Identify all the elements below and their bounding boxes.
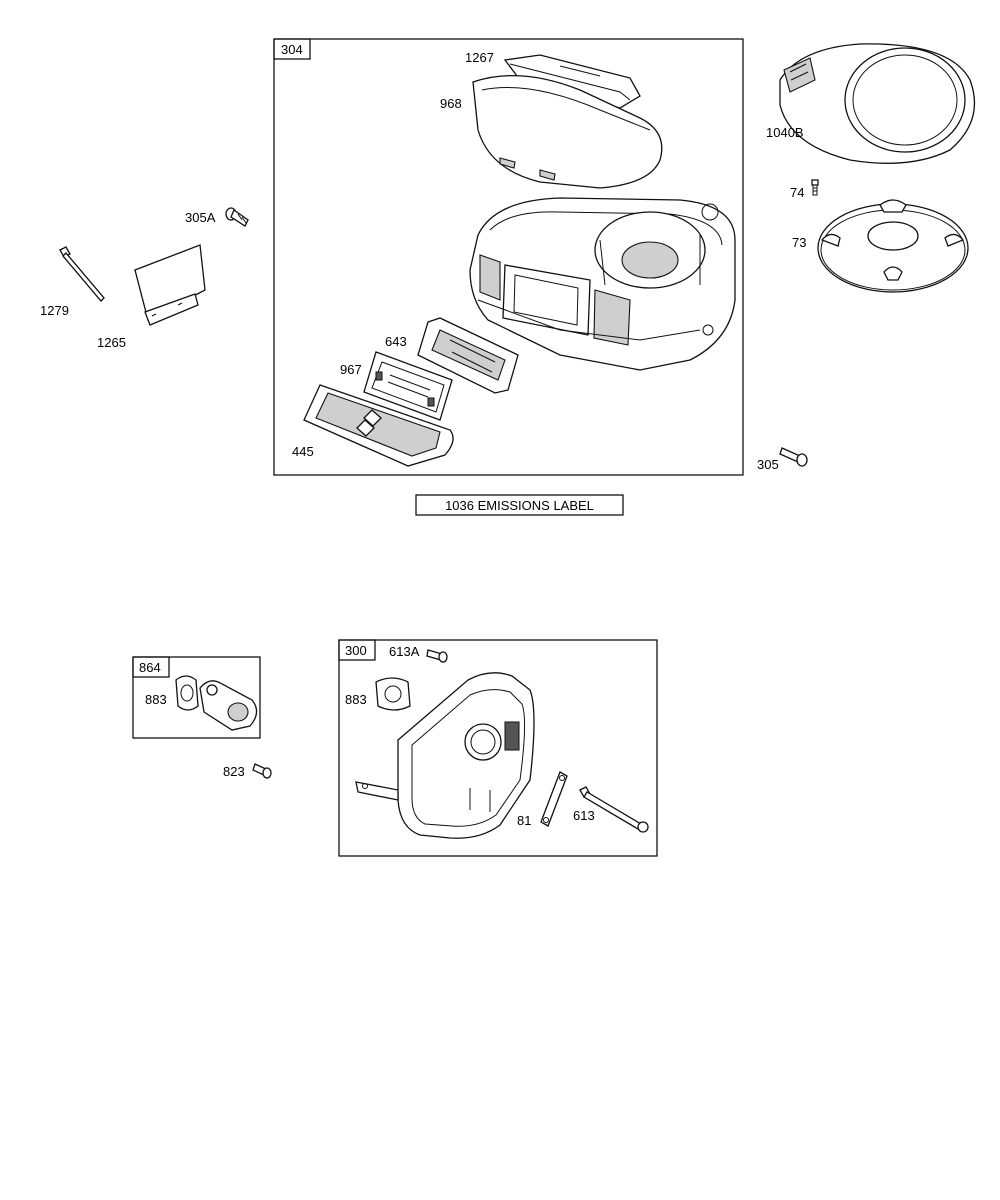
callout-643: 643 xyxy=(385,334,407,349)
part-305A-bolt xyxy=(225,207,249,227)
callout-305A: 305A xyxy=(185,210,216,225)
part-73-disc xyxy=(817,199,969,293)
callout-305: 305 xyxy=(757,457,779,472)
emissions-label-box xyxy=(415,494,624,516)
part-883-gasket-kit300 xyxy=(375,677,411,711)
callout-967: 967 xyxy=(340,362,362,377)
part-74-screw xyxy=(811,179,819,196)
part-445-decal xyxy=(303,384,454,467)
part-643-grille xyxy=(417,317,519,394)
part-967-label-plate xyxy=(363,351,453,421)
kit-304-tag xyxy=(273,38,311,60)
callout-81: 81 xyxy=(517,813,531,828)
kit-300-muffler xyxy=(355,672,535,839)
callout-1279: 1279 xyxy=(40,303,69,318)
kit-300-tag xyxy=(338,639,376,661)
kit-864-frame xyxy=(132,656,261,739)
kit-864-tag xyxy=(132,656,170,678)
kit-864-label: 864 xyxy=(139,660,161,675)
callout-968: 968 xyxy=(440,96,462,111)
part-305-bolt xyxy=(779,447,808,467)
callout-613: 613 xyxy=(573,808,595,823)
kit-864-flange-adapter xyxy=(199,680,258,731)
callout-613A: 613A xyxy=(389,644,420,659)
part-1279-bolt xyxy=(59,246,105,302)
blower-housing xyxy=(469,197,736,371)
kit-300-label: 300 xyxy=(345,643,367,658)
emissions-label-text: 1036 EMISSIONS LABEL xyxy=(445,498,594,513)
callout-883-kit864: 883 xyxy=(145,692,167,707)
kit-304-frame xyxy=(273,38,744,476)
callout-1267: 1267 xyxy=(465,50,494,65)
callout-73: 73 xyxy=(792,235,806,250)
part-883-gasket-kit864 xyxy=(175,675,199,711)
part-1265-baffle xyxy=(134,244,206,326)
callout-445: 445 xyxy=(292,444,314,459)
callout-1265: 1265 xyxy=(97,335,126,350)
kit-304-label: 304 xyxy=(281,42,303,57)
part-968-shroud-cover xyxy=(472,75,663,189)
callout-74: 74 xyxy=(790,185,804,200)
callout-823: 823 xyxy=(223,764,245,779)
callout-1040B: 1040B xyxy=(766,125,804,140)
part-1040B-screen xyxy=(779,43,976,164)
part-613A-screw xyxy=(426,649,448,663)
part-823-bolt xyxy=(252,763,272,779)
callout-883-kit300: 883 xyxy=(345,692,367,707)
part-613-bolt xyxy=(579,786,649,833)
part-81-lock-plate xyxy=(540,771,568,827)
kit-300-frame xyxy=(338,639,658,857)
